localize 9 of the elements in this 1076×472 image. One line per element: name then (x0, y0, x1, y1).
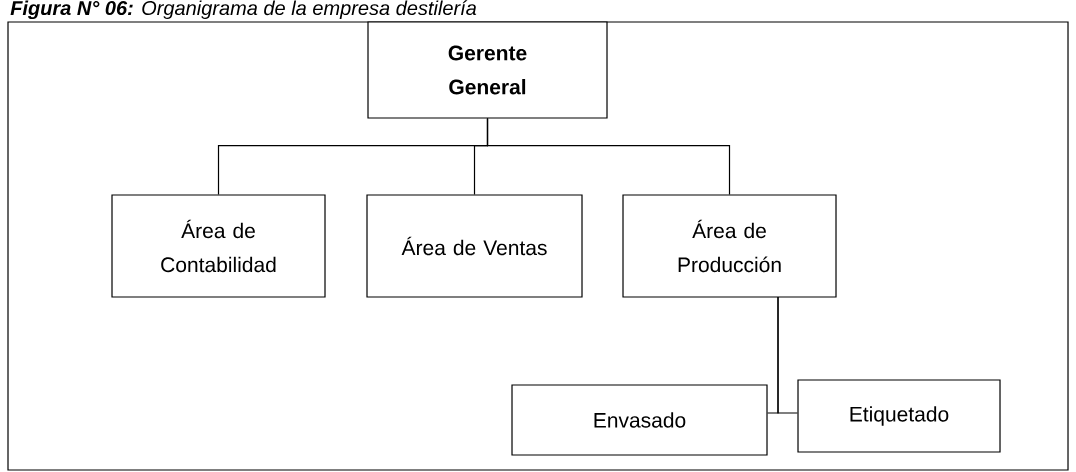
org-box: Área de Contabilidad (111, 194, 326, 298)
figure-caption: Figura N° 06: Organigrama de la empresa destilería (10, 0, 477, 20)
connector-line (486, 118, 731, 195)
org-box: Gerente General (367, 21, 608, 119)
org-box: Etiquetado (797, 379, 1001, 453)
org-box: Área de Ventas (366, 194, 583, 298)
org-box: Envasado (511, 384, 768, 456)
org-box: Área de Producción (622, 194, 837, 298)
connector-line (777, 296, 798, 414)
